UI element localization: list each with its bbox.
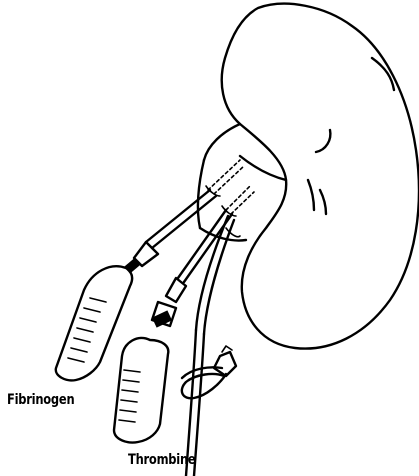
thrombine-catheter xyxy=(114,210,234,443)
thrombine-label: Thrombine xyxy=(128,452,195,468)
renal-pelvis xyxy=(198,124,286,241)
fibrinogen-catheter xyxy=(56,190,216,380)
fibrinogen-label: Fibrinogen xyxy=(7,392,74,408)
kidney xyxy=(222,4,419,349)
